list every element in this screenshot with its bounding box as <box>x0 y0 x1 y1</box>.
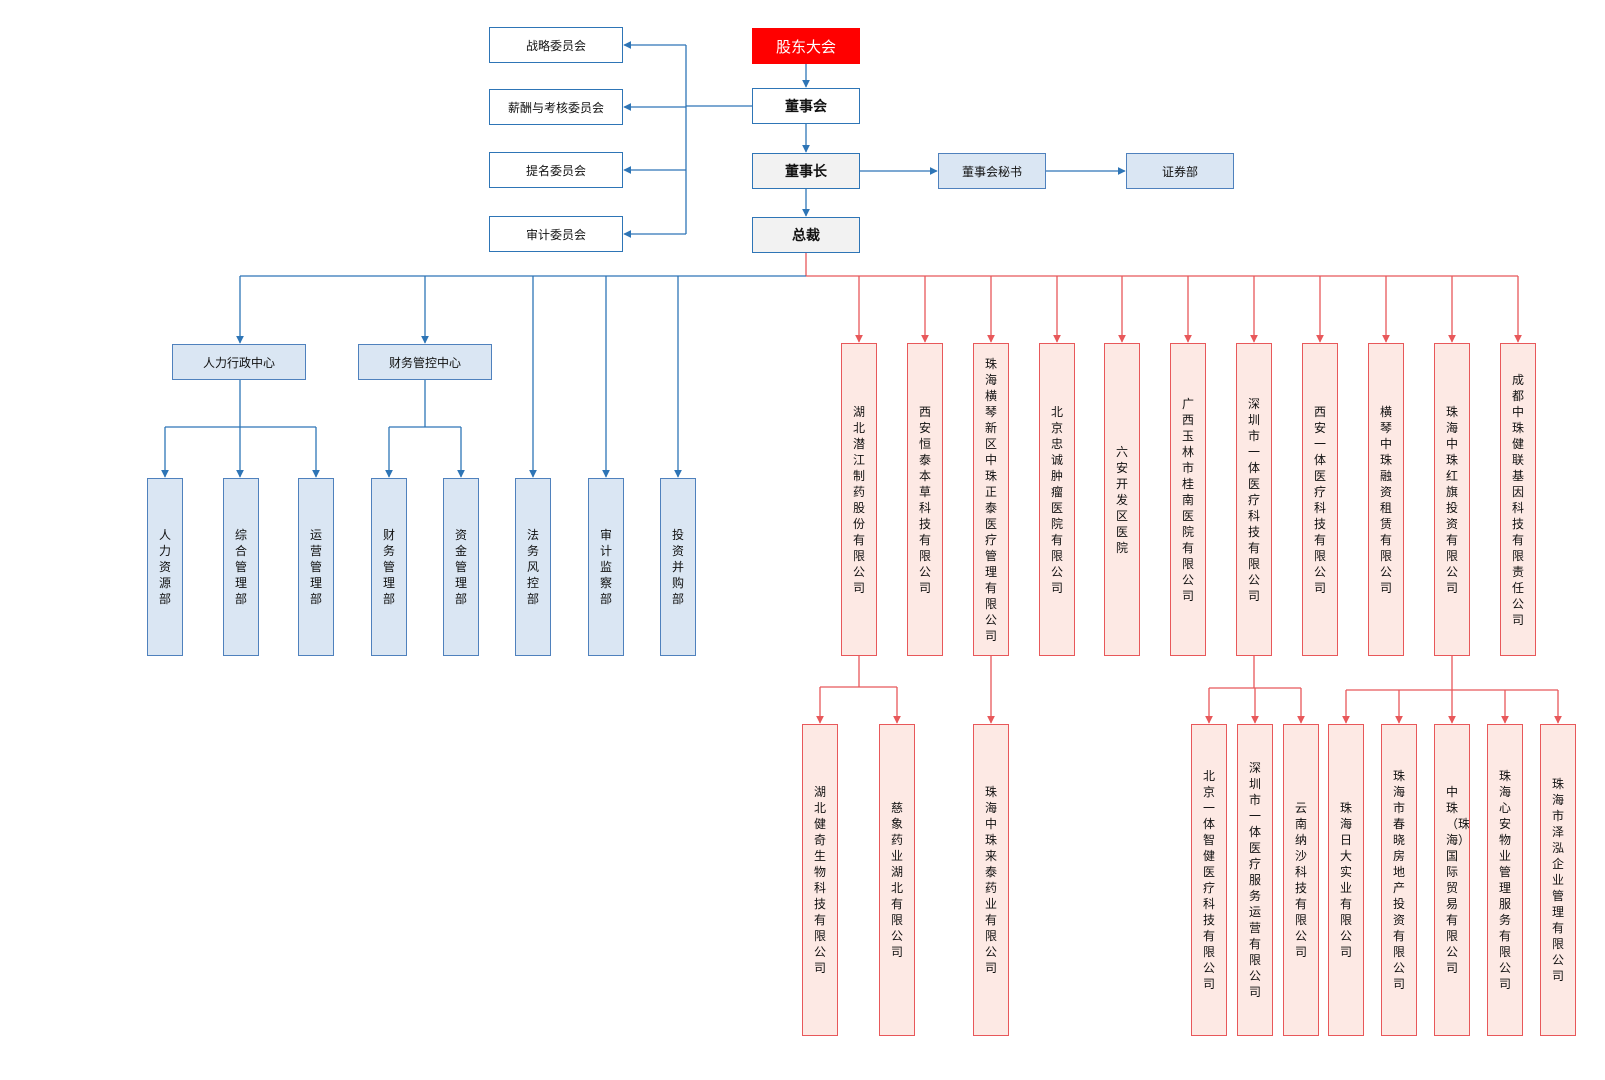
second-level-subsidiary-box: 珠海市泽泓企业管理有限公司 <box>1540 724 1576 1036</box>
board-secretary-label: 董事会秘书 <box>961 164 1022 179</box>
board-label: 董事会 <box>785 99 827 115</box>
committee-label: 薪酬与考核委员会 <box>507 100 604 115</box>
subsidiary-label: 广西玉林市桂南医院有限公司 <box>1182 396 1195 603</box>
department-box: 法务风控部 <box>515 478 551 656</box>
subsidiary-box: 深圳市一体医疗科技有限公司 <box>1236 343 1272 656</box>
subsidiary-label: 成都中珠健联基因科技有限责任公司 <box>1512 372 1525 627</box>
second-level-subsidiary-label: 中珠（珠海）国际贸易有限公司 <box>1446 785 1470 975</box>
shareholders-meeting-label: 股东大会 <box>775 37 836 56</box>
second-level-subsidiary-label: 珠海中珠来泰药业有限公司 <box>985 785 998 975</box>
department-label: 人力资源部 <box>159 528 172 606</box>
committee-label: 审计委员会 <box>525 227 586 242</box>
second-level-subsidiary-label: 珠海市泽泓企业管理有限公司 <box>1552 777 1565 983</box>
second-level-subsidiary-box: 中珠（珠海）国际贸易有限公司 <box>1434 724 1470 1036</box>
subsidiary-box: 珠海横琴新区中珠正泰医疗管理有限公司 <box>973 343 1009 656</box>
subsidiary-label: 西安恒泰本草科技有限公司 <box>919 404 932 595</box>
securities-dept-box: 证券部 <box>1126 153 1234 189</box>
subsidiary-label: 北京忠诚肿瘤医院有限公司 <box>1051 404 1064 595</box>
subsidiary-label: 西安一体医疗科技有限公司 <box>1314 404 1327 595</box>
department-label: 审计监察部 <box>600 528 613 606</box>
second-level-subsidiary-label: 深圳市一体医疗服务运营有限公司 <box>1249 761 1262 999</box>
second-level-subsidiary-box: 云南纳沙科技有限公司 <box>1283 724 1319 1036</box>
ceo-box: 总裁 <box>752 217 860 253</box>
ceo-label: 总裁 <box>792 228 820 244</box>
committee-box: 提名委员会 <box>489 152 623 188</box>
board-box: 董事会 <box>752 88 860 124</box>
subsidiary-box: 横琴中珠融资租赁有限公司 <box>1368 343 1404 656</box>
subsidiary-label: 横琴中珠融资租赁有限公司 <box>1380 404 1393 595</box>
subsidiary-label: 湖北潜江制药股份有限公司 <box>853 404 866 595</box>
department-box: 资金管理部 <box>443 478 479 656</box>
department-label: 综合管理部 <box>235 528 248 606</box>
subsidiary-box: 西安恒泰本草科技有限公司 <box>907 343 943 656</box>
second-level-subsidiary-box: 珠海中珠来泰药业有限公司 <box>973 724 1009 1036</box>
committee-box: 薪酬与考核委员会 <box>489 89 623 125</box>
center-label: 财务管控中心 <box>388 355 461 370</box>
securities-dept-label: 证券部 <box>1161 164 1198 179</box>
second-level-subsidiary-box: 珠海市春晓房地产投资有限公司 <box>1381 724 1417 1036</box>
department-label: 运营管理部 <box>310 528 323 606</box>
second-level-subsidiary-box: 慈象药业湖北有限公司 <box>879 724 915 1036</box>
subsidiary-box: 广西玉林市桂南医院有限公司 <box>1170 343 1206 656</box>
second-level-subsidiary-box: 北京一体智健医疗科技有限公司 <box>1191 724 1227 1036</box>
second-level-subsidiary-label: 北京一体智健医疗科技有限公司 <box>1203 769 1216 991</box>
board-secretary-box: 董事会秘书 <box>938 153 1046 189</box>
subsidiary-box: 北京忠诚肿瘤医院有限公司 <box>1039 343 1075 656</box>
department-box: 人力资源部 <box>147 478 183 656</box>
department-box: 投资并购部 <box>660 478 696 656</box>
subsidiary-label: 珠海横琴新区中珠正泰医疗管理有限公司 <box>985 356 998 643</box>
department-label: 法务风控部 <box>527 528 540 606</box>
center-box: 人力行政中心 <box>172 344 306 380</box>
second-level-subsidiary-label: 云南纳沙科技有限公司 <box>1295 801 1308 959</box>
subsidiary-box: 西安一体医疗科技有限公司 <box>1302 343 1338 656</box>
subsidiary-box: 珠海中珠红旗投资有限公司 <box>1434 343 1470 656</box>
center-box: 财务管控中心 <box>358 344 492 380</box>
department-box: 运营管理部 <box>298 478 334 656</box>
second-level-subsidiary-label: 珠海心安物业管理服务有限公司 <box>1499 769 1512 991</box>
second-level-subsidiary-label: 珠海日大实业有限公司 <box>1340 801 1353 959</box>
subsidiary-box: 湖北潜江制药股份有限公司 <box>841 343 877 656</box>
chairman-box: 董事长 <box>752 153 860 189</box>
committee-label: 提名委员会 <box>525 163 586 178</box>
second-level-subsidiary-label: 珠海市春晓房地产投资有限公司 <box>1393 769 1406 991</box>
department-box: 审计监察部 <box>588 478 624 656</box>
subsidiary-box: 成都中珠健联基因科技有限责任公司 <box>1500 343 1536 656</box>
center-label: 人力行政中心 <box>202 355 275 370</box>
department-label: 投资并购部 <box>672 528 685 606</box>
subsidiary-label: 深圳市一体医疗科技有限公司 <box>1248 396 1261 603</box>
second-level-subsidiary-box: 湖北健奇生物科技有限公司 <box>802 724 838 1036</box>
second-level-subsidiary-box: 深圳市一体医疗服务运营有限公司 <box>1237 724 1273 1036</box>
department-label: 资金管理部 <box>455 528 468 606</box>
subsidiary-label: 六安开发区医院 <box>1116 444 1129 555</box>
second-level-subsidiary-label: 慈象药业湖北有限公司 <box>891 801 904 959</box>
committee-box: 审计委员会 <box>489 216 623 252</box>
second-level-subsidiary-label: 湖北健奇生物科技有限公司 <box>814 785 827 975</box>
subsidiary-label: 珠海中珠红旗投资有限公司 <box>1446 404 1459 595</box>
second-level-subsidiary-box: 珠海心安物业管理服务有限公司 <box>1487 724 1523 1036</box>
shareholders-meeting-box: 股东大会 <box>752 28 860 64</box>
chairman-label: 董事长 <box>785 164 827 180</box>
committee-box: 战略委员会 <box>489 27 623 63</box>
committee-label: 战略委员会 <box>525 38 586 53</box>
department-box: 综合管理部 <box>223 478 259 656</box>
second-level-subsidiary-box: 珠海日大实业有限公司 <box>1328 724 1364 1036</box>
department-label: 财务管理部 <box>383 528 396 606</box>
department-box: 财务管理部 <box>371 478 407 656</box>
subsidiary-box: 六安开发区医院 <box>1104 343 1140 656</box>
